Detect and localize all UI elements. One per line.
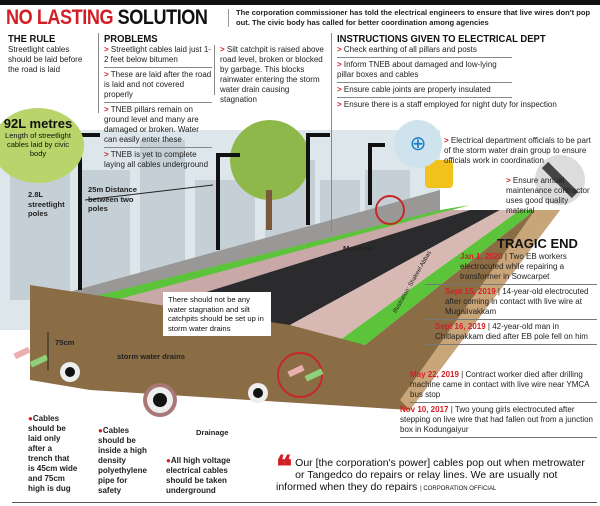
instruction-item: > Ensure cable joints are properly insul… <box>337 85 512 98</box>
event-item: Sept 16, 2019 | 42-year-old man in Chitl… <box>425 320 597 345</box>
instruction-item: > Electrical department officials to be … <box>444 136 591 165</box>
drain-icon-circle <box>394 120 442 168</box>
footpath-left <box>60 210 470 325</box>
grass-strip-right <box>340 210 535 345</box>
poles-label: 2.8L streetlight poles <box>28 190 65 219</box>
instruction-item: > Check earthing of all pillars and post… <box>337 45 512 58</box>
top-rule <box>0 0 600 5</box>
streetlight-poles <box>78 133 385 290</box>
quote-mark-icon: ❝ <box>276 451 293 484</box>
title-red: NO LASTING <box>6 6 114 29</box>
quote: ❝Our [the corporation's power] cables po… <box>276 451 596 495</box>
instruction-item: > Inform TNEB about damaged and low-lyin… <box>337 60 512 83</box>
footpath-right <box>290 210 520 340</box>
distance-arrow <box>84 184 214 201</box>
event-item: Sept 15, 2019 | 14-year-old electrocuted… <box>425 285 597 320</box>
stat-value: 92L metres <box>3 116 73 131</box>
tragic-end-section: TRAGIC END <box>440 236 595 251</box>
storm-drains-label: storm water drains <box>117 352 185 361</box>
events-list: Jan 1, 2020 | Two EB workers electrocute… <box>425 250 597 345</box>
boundary-wall <box>40 190 440 315</box>
subtitle: The corporation commissioner has told th… <box>236 8 591 27</box>
events-list-2: May 22, 2019 | Contract worker died afte… <box>400 368 597 438</box>
quote-text: Our [the corporation's power] cables pop… <box>276 457 585 493</box>
distance-label: 25m Distance between two poles <box>88 185 137 214</box>
instructions-section: INSTRUCTIONS GIVEN TO ELECTRICAL DEPT > … <box>337 33 557 114</box>
event-item: May 22, 2019 | Contract worker died afte… <box>410 368 597 403</box>
problems-heading: PROBLEMS <box>104 33 158 45</box>
instructions-heading: INSTRUCTIONS GIVEN TO ELECTRICAL DEPT <box>337 33 546 45</box>
divider <box>98 33 99 113</box>
event-item: Nov 10, 2017 | Two young girls electrocu… <box>400 403 597 438</box>
quote-attribution: | CORPORATION OFFICIAL <box>420 486 497 492</box>
instruction-item: > Ensure there is a staff employed for n… <box>337 100 557 109</box>
bottom-rule <box>12 502 597 503</box>
rule-heading: THE RULE <box>8 33 56 45</box>
page-title: NO LASTING SOLUTION <box>6 6 208 30</box>
depth-label: 75cm <box>55 338 75 347</box>
note-trench: ●Cables should be laid only after a tren… <box>28 414 78 493</box>
grass-strip-left <box>40 205 470 315</box>
tragic-end-heading: TRAGIC END <box>497 236 578 251</box>
event-item: Jan 1, 2020 | Two EB workers electrocute… <box>425 250 597 285</box>
note-high-voltage: ●All high voltage electrical cables shou… <box>166 456 231 495</box>
manhole-highlight <box>375 195 405 225</box>
instruction-item: > Ensure annual maintenance contractor u… <box>506 176 590 215</box>
stat-circle: 92L metres Length of streetlight cables … <box>0 108 84 183</box>
divider <box>228 9 229 27</box>
auto-rickshaw <box>425 160 453 188</box>
svg-text:⊕: ⊕ <box>410 133 427 155</box>
rule-text: Streetlight cables should be laid before… <box>8 45 83 74</box>
problem-item: > These are laid after the road is laid … <box>104 70 212 103</box>
divider <box>331 33 332 233</box>
stat-caption: Length of streetlight cables laid by civ… <box>5 131 71 158</box>
manhole-label: Manhole <box>343 244 374 253</box>
divider <box>214 45 215 95</box>
cable-highlight <box>277 352 323 398</box>
rule-section: THE RULE Streetlight cables should be la… <box>8 33 93 75</box>
drainage-label: Drainage <box>196 428 229 437</box>
tree <box>230 120 310 200</box>
note-pipe: ●Cables should be inside a high density … <box>98 426 147 495</box>
problems-section: PROBLEMS > Streetlight cables laid just … <box>104 33 212 174</box>
problem-item: > Silt catchpit is raised above road lev… <box>220 45 324 104</box>
pipes <box>13 346 324 417</box>
problem-item: > TNEB is yet to complete laying all cab… <box>104 150 209 169</box>
title-black: SOLUTION <box>117 6 208 29</box>
problem-item: > TNEB pillars remain on ground level an… <box>104 105 212 148</box>
stagnation-callout: There should not be any water stagnation… <box>163 292 271 336</box>
problem-item: > Streetlight cables laid just 1-2 feet … <box>104 45 212 68</box>
soil-block <box>30 210 560 410</box>
